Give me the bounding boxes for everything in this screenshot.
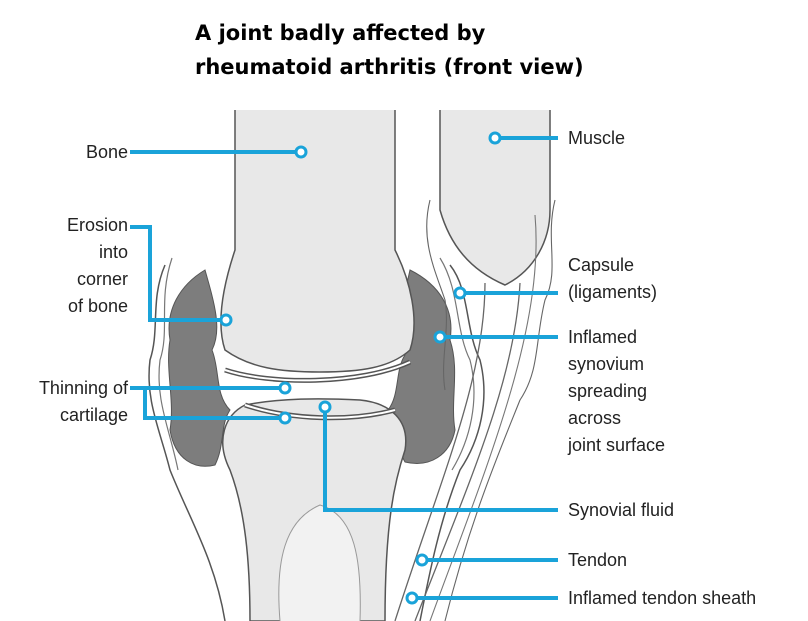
label-tendon-sheath: Inflamed tendon sheath (568, 585, 756, 612)
label-synovium-line-1: Inflamed (568, 324, 665, 351)
dot-tendon-sheath (407, 593, 417, 603)
dot-erosion (221, 315, 231, 325)
label-synovial-fluid-text: Synovial fluid (568, 497, 674, 524)
dot-synovial-fluid (320, 402, 330, 412)
synovium-left (169, 270, 230, 466)
dot-capsule (455, 288, 465, 298)
label-thinning-line-1: Thinning of (8, 375, 128, 402)
label-tendon-sheath-text: Inflamed tendon sheath (568, 585, 756, 612)
dot-bone (296, 147, 306, 157)
label-synovium-line-4: across (568, 405, 665, 432)
label-synovial-fluid: Synovial fluid (568, 497, 674, 524)
label-bone: Bone (40, 139, 128, 166)
label-tendon: Tendon (568, 547, 627, 574)
upper-bone (221, 110, 414, 372)
label-bone-text: Bone (40, 139, 128, 166)
label-synovium-line-5: joint surface (568, 432, 665, 459)
label-muscle-text: Muscle (568, 125, 625, 152)
label-capsule: Capsule (ligaments) (568, 252, 657, 306)
label-thinning-line-2: cartilage (8, 402, 128, 429)
label-erosion-line-1: Erosion (30, 212, 128, 239)
label-thinning: Thinning of cartilage (8, 375, 128, 429)
dot-thinning-lower (280, 413, 290, 423)
dot-tendon (417, 555, 427, 565)
label-erosion: Erosion into corner of bone (30, 212, 128, 320)
label-capsule-line-2: (ligaments) (568, 279, 657, 306)
label-tendon-text: Tendon (568, 547, 627, 574)
label-erosion-line-2: into (30, 239, 128, 266)
dot-synovium (435, 332, 445, 342)
dot-thinning-upper (280, 383, 290, 393)
label-synovium-line-3: spreading (568, 378, 665, 405)
label-capsule-line-1: Capsule (568, 252, 657, 279)
label-muscle: Muscle (568, 125, 625, 152)
dot-muscle (490, 133, 500, 143)
label-erosion-line-3: corner (30, 266, 128, 293)
label-synovium-line-2: synovium (568, 351, 665, 378)
label-erosion-line-4: of bone (30, 293, 128, 320)
label-inflamed-synovium: Inflamed synovium spreading across joint… (568, 324, 665, 459)
